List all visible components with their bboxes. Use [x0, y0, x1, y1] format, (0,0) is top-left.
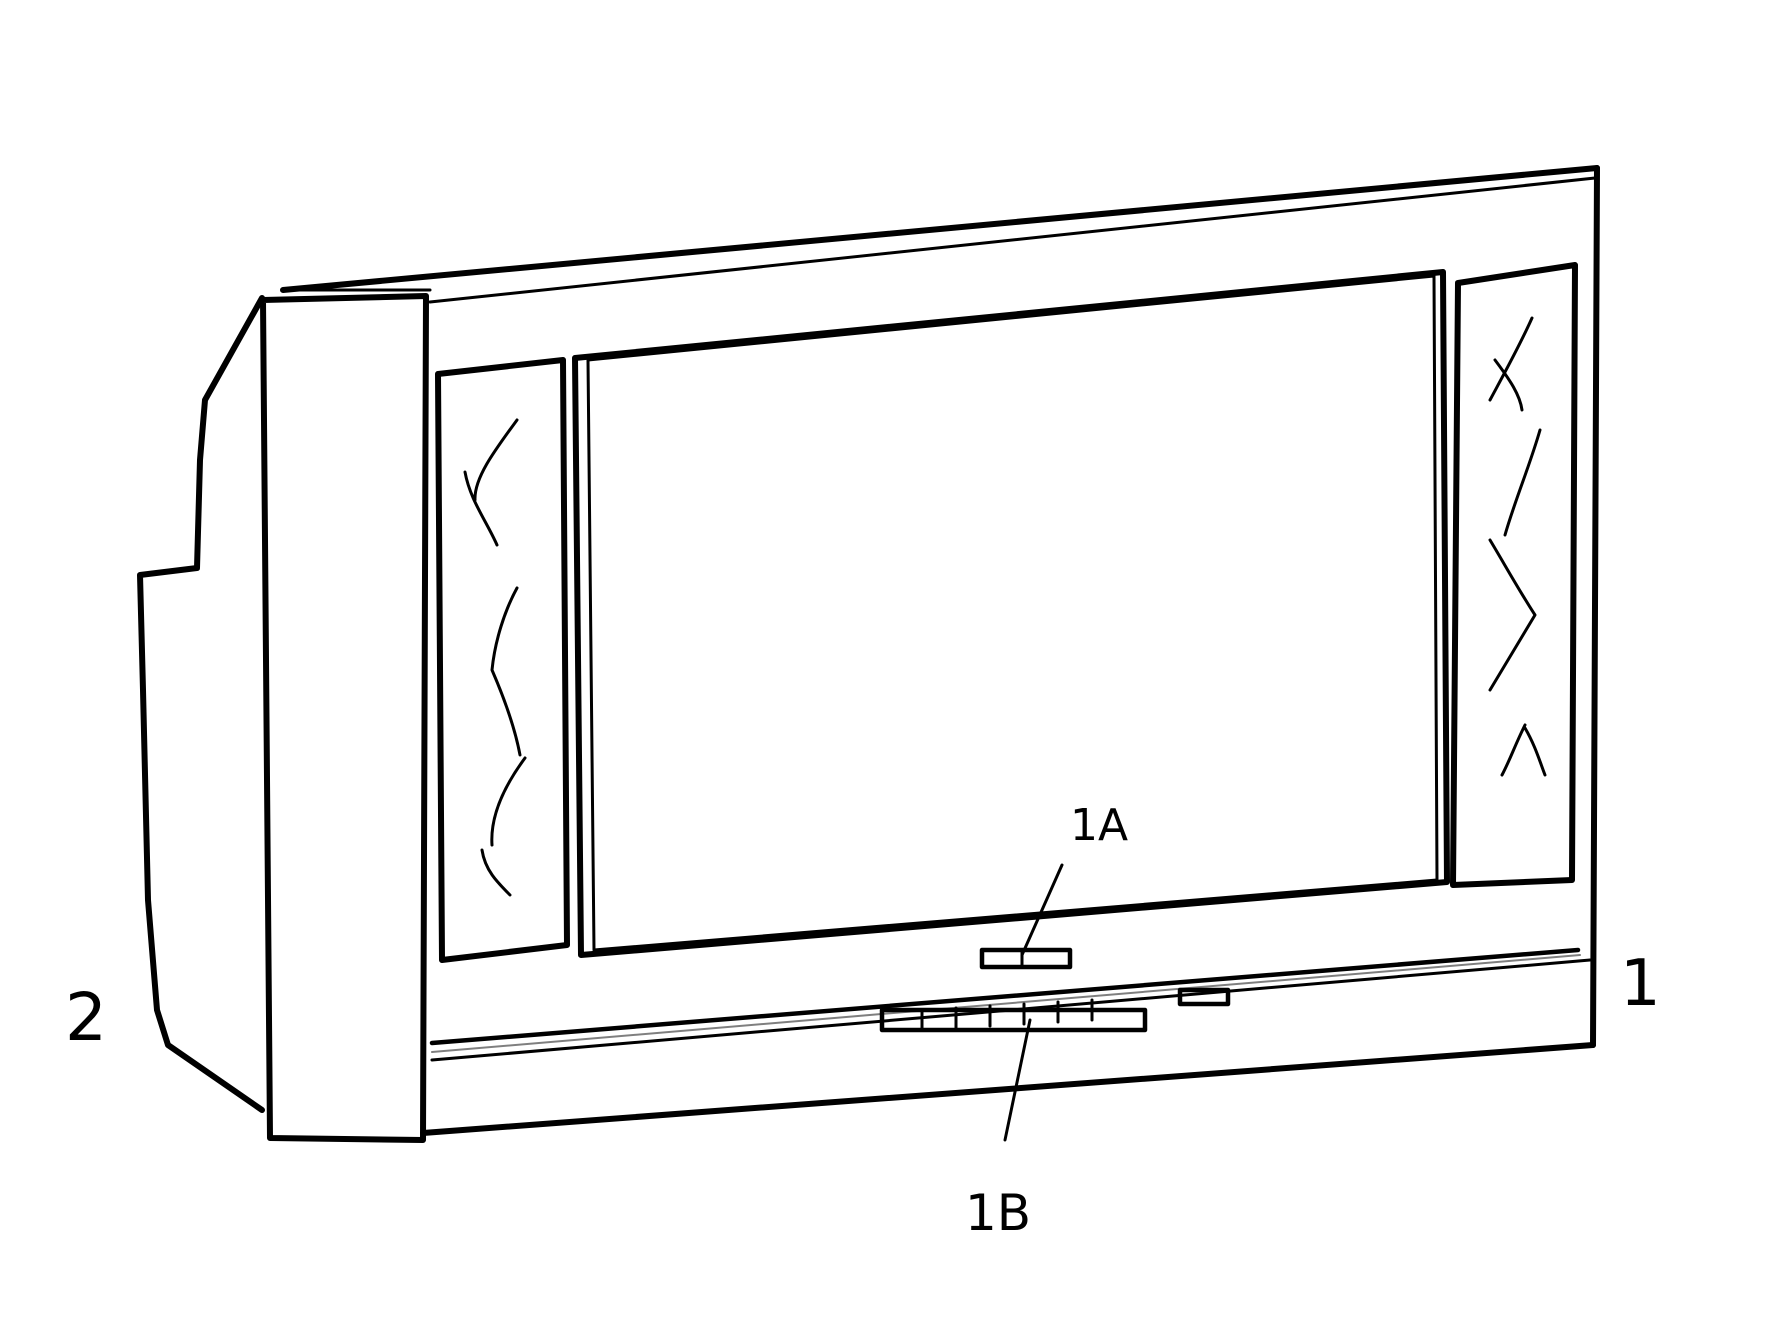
right-speaker-squiggle-3 [1488, 538, 1537, 692]
label-2: 2 [65, 979, 107, 1056]
screen [572, 269, 1450, 958]
separate-button [1177, 987, 1231, 1007]
leader-lines [1003, 863, 1064, 1142]
button-row [879, 1007, 1148, 1033]
right-speaker-squiggle-1 [1488, 316, 1534, 412]
left-speaker-squiggle-2 [490, 586, 522, 757]
left-speaker-panel [435, 357, 570, 963]
right-speaker-panel [1450, 262, 1578, 888]
leader-1b [1003, 1018, 1032, 1142]
label-1b: 1B [965, 1184, 1031, 1242]
left-speaker-squiggle-3 [480, 756, 527, 897]
left-speaker-squiggle-1 [463, 418, 519, 547]
control-buttons-1b [879, 987, 1231, 1033]
label-1a: 1A [1070, 800, 1128, 851]
indicator-1a [979, 947, 1073, 970]
label-1: 1 [1620, 947, 1661, 1021]
cabinet-outline [280, 165, 1600, 1136]
leader-1a [1020, 863, 1064, 957]
left-bezel-column [260, 288, 432, 1143]
rear-housing [137, 295, 265, 1113]
right-speaker-squiggle-4 [1500, 723, 1547, 777]
right-speaker-squiggle-2 [1503, 428, 1542, 537]
